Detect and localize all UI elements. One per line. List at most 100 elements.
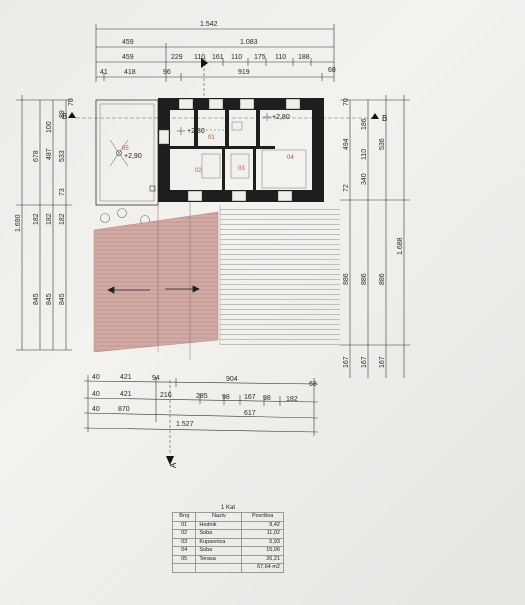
- elevation-marks: [177, 113, 271, 135]
- table-cell-naziv: Hodnik: [195, 520, 243, 530]
- table-cell-naziv: Soba: [195, 546, 243, 556]
- terrace-hatched-ground: [93, 211, 219, 353]
- dim-right-total: 1.688: [397, 237, 404, 255]
- dim-right-b: 186: [361, 118, 368, 130]
- room-number-04: 04: [287, 155, 294, 161]
- dim-right-i: 886: [361, 273, 368, 285]
- table-cell-povrsina: 26,21: [241, 554, 284, 564]
- window-openings: [158, 98, 301, 202]
- dim-bottom-r1-b: 421: [120, 374, 132, 381]
- top-dimension-lines: [95, 24, 335, 82]
- dim-bottom-r3-c: 617: [244, 410, 256, 417]
- table-cell-broj: 03: [171, 537, 197, 547]
- table-total-row: 67,64 m2: [171, 563, 284, 573]
- dim-left-j: 100: [46, 121, 53, 133]
- dim-top-r3-c: 110: [194, 54, 205, 61]
- dim-right-l: 167: [361, 356, 368, 368]
- area-table: 1 Kat Broj Naziv Površina 01 Hodnik 9,42…: [171, 505, 284, 573]
- table-row: 03 Kupaonica 5,93: [171, 537, 284, 547]
- section-b-label-right: B: [382, 114, 387, 123]
- section-markers: B B A: [62, 58, 387, 468]
- dim-top-r3-a: 459: [122, 54, 134, 61]
- dim-left-f: 182: [59, 213, 66, 225]
- dim-top-r2-a: 459: [122, 39, 134, 46]
- dim-left-g: 678: [33, 150, 40, 162]
- dim-bottom-r2-a: 40: [92, 391, 100, 398]
- table-cell-broj: 01: [171, 520, 197, 530]
- room-number-03: 03: [238, 166, 245, 172]
- dim-bottom-r2-b: 421: [120, 391, 132, 398]
- section-a-arrow-top: [201, 58, 208, 68]
- section-b-arrow-left: [68, 112, 76, 118]
- dim-bottom-r1-d: 904: [226, 376, 238, 383]
- dim-top-r3-d: 161: [212, 54, 224, 61]
- terrace-area: [95, 99, 159, 225]
- dim-right-k: 167: [343, 356, 350, 368]
- dim-left-h: 487: [46, 148, 53, 160]
- left-dimension-lines: [16, 95, 72, 351]
- dim-right-h: 886: [343, 273, 350, 285]
- dim-top-r4-c: 96: [163, 69, 171, 76]
- table-row: 05 Terasa 26,21: [171, 554, 284, 564]
- elevation-label-room: +2,80: [272, 114, 290, 121]
- area-table-header-broj: Broj: [171, 512, 197, 522]
- bottom-dimension-lines: [83, 375, 319, 436]
- dim-top-r4-d: 919: [238, 69, 250, 76]
- table-row: 04 Soba 15,06: [171, 546, 284, 556]
- right-dimension-texts: 70 186 110 494 340 536 72 886 886 886 1.…: [343, 98, 404, 368]
- dim-bottom-r1-e: 68: [309, 381, 317, 388]
- table-cell-naziv: Soba: [195, 529, 243, 539]
- table-cell-povrsina: 9,42: [241, 520, 284, 530]
- left-dimension-texts: 1.690 845 845 845 182 182 182 678 487 53…: [15, 98, 75, 305]
- dim-left-total: 1.690: [15, 214, 22, 232]
- dim-top-r3-e: 110: [231, 54, 242, 61]
- table-row: 01 Hodnik 9,42: [171, 520, 284, 530]
- bottom-dimension-texts: 40 421 94 904 68 40 421 216 285 98 167 9…: [92, 374, 317, 428]
- dim-right-a: 70: [343, 98, 350, 106]
- room-number-01: 01: [208, 135, 215, 141]
- area-table-title: 1 Kat: [220, 505, 235, 511]
- room-number-05: 05: [122, 146, 129, 152]
- dim-top-r4-b: 418: [124, 69, 136, 76]
- dim-bottom-r1-c: 94: [152, 375, 160, 382]
- table-cell-povrsina: 11,02: [241, 529, 284, 539]
- dim-top-r3-f: 175: [254, 54, 266, 61]
- right-dimension-lines: [340, 95, 410, 378]
- dim-left-d: 182: [33, 213, 40, 225]
- table-cell-povrsina: 15,06: [241, 546, 284, 556]
- table-cell-povrsina: 5,93: [241, 537, 284, 547]
- stairs-area: [220, 205, 340, 345]
- dim-bottom-r3-b: 870: [118, 406, 130, 413]
- dim-bottom-r1-a: 40: [92, 374, 100, 381]
- dim-right-f: 536: [379, 138, 386, 150]
- dim-bottom-r3-a: 40: [92, 406, 100, 413]
- dim-bottom-total: 1.527: [176, 421, 194, 428]
- elevation-label-hall: +2,80: [187, 128, 205, 135]
- section-b-label-left: B: [62, 112, 67, 121]
- dim-top-r4-e: 68: [328, 67, 336, 74]
- dim-right-e: 340: [361, 173, 368, 185]
- dim-bottom-r2-e: 98: [222, 394, 230, 401]
- dim-right-d: 494: [343, 138, 350, 150]
- table-total: 67,64 m2: [241, 563, 284, 573]
- dim-bottom-r2-h: 182: [286, 396, 298, 403]
- dim-top-r3-h: 188: [298, 54, 310, 61]
- dim-left-k: 73: [59, 188, 66, 196]
- section-b-arrow-right: [371, 113, 379, 119]
- area-table-header-naziv: Naziv: [195, 512, 243, 522]
- area-table-header-povrsina: Površina: [241, 512, 284, 522]
- dim-left-e: 182: [46, 213, 53, 225]
- dim-left-i: 533: [59, 150, 66, 162]
- dim-right-c: 110: [361, 149, 368, 160]
- section-a-label-bottom: A: [169, 462, 178, 468]
- dim-right-g: 72: [343, 184, 350, 192]
- dim-left-b: 845: [46, 293, 53, 305]
- elevation-label-terrace: +2,90: [124, 153, 142, 160]
- dim-top-r2-b: 1.083: [240, 39, 258, 46]
- room-number-02: 02: [195, 168, 202, 174]
- dim-bottom-r2-c: 216: [160, 392, 172, 399]
- table-cell-broj: 05: [171, 554, 197, 564]
- dim-top-r3-g: 110: [275, 54, 286, 61]
- table-cell-broj: 02: [171, 529, 197, 539]
